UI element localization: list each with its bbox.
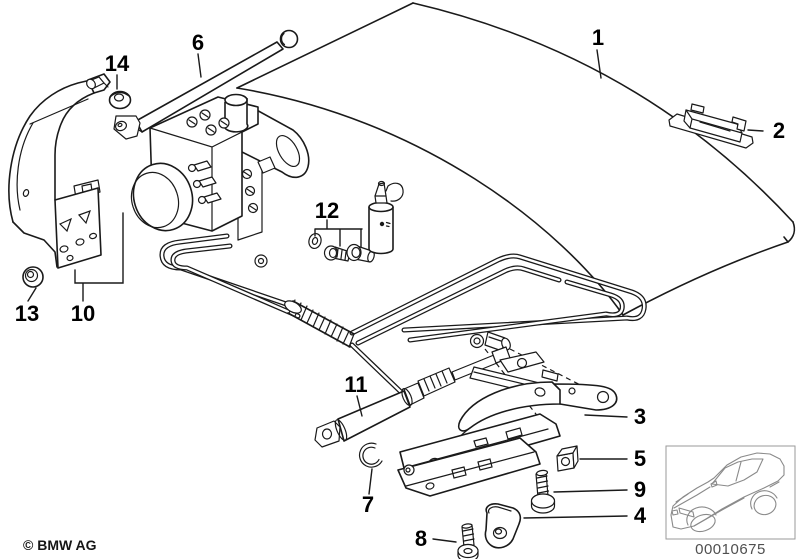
- trunk-lid-drawing: [236, 2, 796, 316]
- hydraulic-pump-drawing: [130, 93, 310, 241]
- flange-nut-drawing: [86, 76, 132, 110]
- callout-3[interactable]: 3: [633, 404, 647, 429]
- pump-port-fittings: [187, 156, 276, 214]
- nut-drawing: [556, 445, 579, 472]
- callout-4[interactable]: 4: [633, 503, 647, 528]
- grommet-drawing: [22, 266, 44, 288]
- callout-2[interactable]: 2: [772, 118, 786, 143]
- fastener-set-drawing: [308, 232, 375, 263]
- bellows-sleeve: [284, 299, 355, 348]
- snap-ring-drawing: [359, 442, 383, 468]
- callout-7[interactable]: 7: [361, 492, 375, 517]
- copyright-text: © BMW AG: [23, 537, 97, 553]
- fluid-bottle-drawing: [368, 180, 404, 255]
- callout-13[interactable]: 13: [14, 301, 40, 326]
- pump-top-screws: [186, 109, 230, 136]
- diagram-id: 00010675: [695, 541, 766, 558]
- callout-9[interactable]: 9: [633, 477, 647, 502]
- callout-8[interactable]: 8: [414, 526, 428, 551]
- callout-11[interactable]: 11: [344, 372, 368, 397]
- hinge-assembly-drawing: [397, 351, 618, 497]
- mounting-bracket-drawing: [8, 73, 111, 269]
- licence-plate-lamp-drawing: [668, 103, 754, 149]
- callout-14[interactable]: 14: [104, 51, 130, 76]
- car-silhouette: [670, 452, 785, 533]
- gas-strut-drawing: [113, 29, 299, 140]
- bolt-8-drawing: [457, 523, 479, 559]
- cover-drawing: [484, 503, 522, 549]
- leader-lines: [27, 49, 764, 543]
- callout-1[interactable]: 1: [591, 25, 605, 50]
- bolt-9-drawing: [530, 469, 556, 514]
- callout-6[interactable]: 6: [191, 30, 205, 55]
- callout-5[interactable]: 5: [633, 446, 647, 471]
- callout-10[interactable]: 10: [70, 301, 96, 326]
- callout-12[interactable]: 12: [314, 198, 340, 223]
- car-inset: [665, 445, 796, 540]
- hydraulic-pipes-drawing: [162, 236, 644, 442]
